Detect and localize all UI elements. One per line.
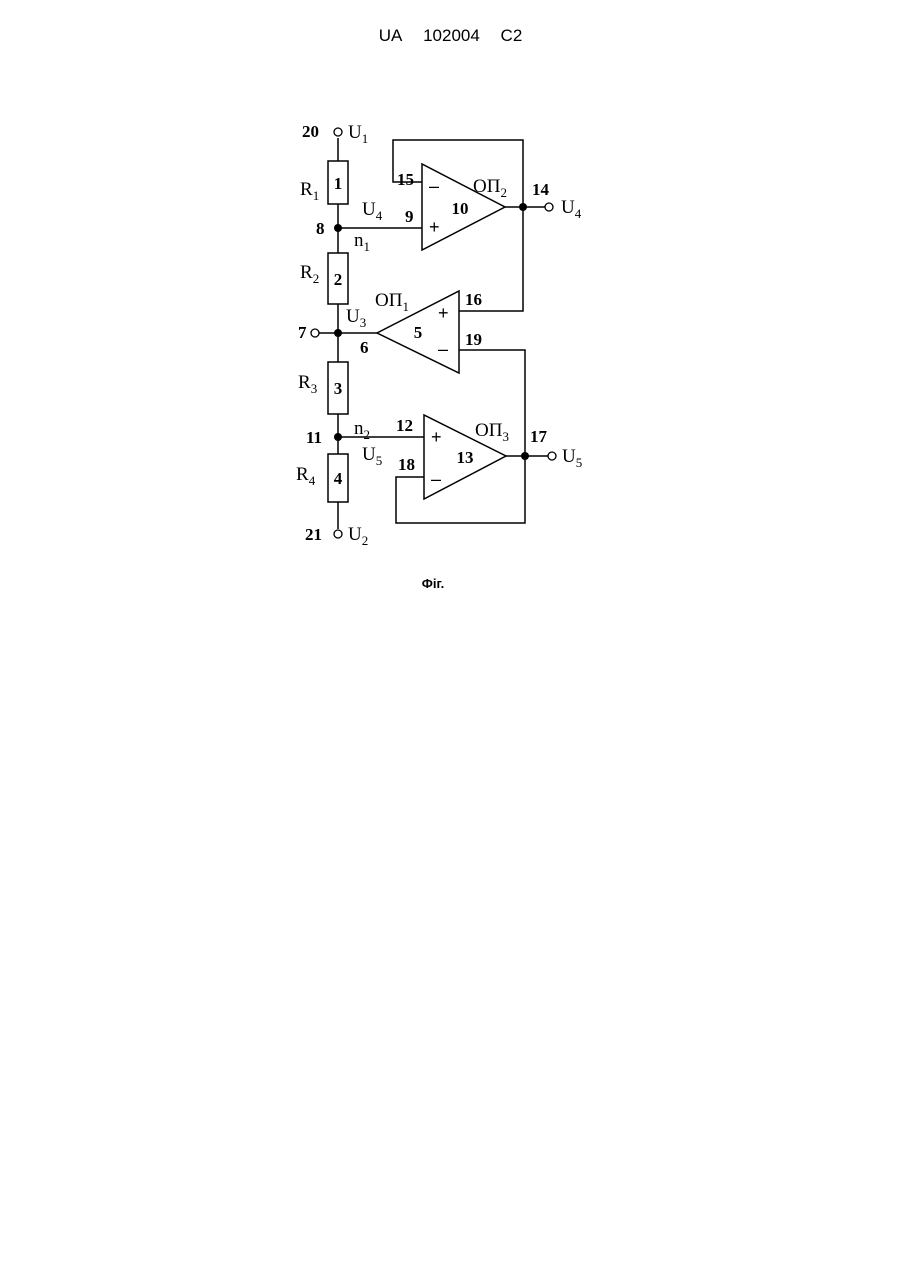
- terminal-7-num: 7: [298, 323, 307, 342]
- opamp-10-plus-sign: +: [429, 217, 440, 237]
- opamp-5-minus-sign: –: [438, 339, 448, 359]
- opamp-10-label: ОП2: [473, 176, 507, 200]
- node-11-signal: U5: [362, 444, 382, 468]
- figure-caption: Фіг.: [0, 576, 866, 591]
- resistor-4-label: R4: [296, 464, 316, 488]
- pin-9: 9: [405, 207, 414, 226]
- terminal-7: [311, 329, 319, 337]
- terminal-21: [334, 530, 342, 538]
- node-n2-label: n2: [354, 418, 370, 442]
- node-8-num: 8: [316, 219, 325, 238]
- node-11-num: 11: [306, 428, 322, 447]
- pin-16: 16: [465, 290, 482, 309]
- terminal-14: [545, 203, 553, 211]
- node-6-num: 6: [360, 338, 369, 357]
- opamp-13-plus-sign: +: [431, 427, 442, 447]
- opamp-13-id: 13: [457, 448, 474, 467]
- opamp-5-id: 5: [414, 323, 423, 342]
- resistor-2-id: 2: [334, 270, 343, 289]
- pin-12: 12: [396, 416, 413, 435]
- junction-11: [334, 433, 342, 441]
- terminal-20-num: 20: [302, 122, 319, 141]
- node-8-signal: U4: [362, 199, 383, 223]
- junction-17: [521, 452, 529, 460]
- terminal-17-signal: U5: [562, 446, 582, 470]
- terminal-20-signal: U1: [348, 122, 368, 146]
- resistor-4-id: 4: [334, 469, 343, 488]
- terminal-17: [548, 452, 556, 460]
- opamp-13-label: ОП3: [475, 420, 509, 444]
- junction-8: [334, 224, 342, 232]
- pin-15: 15: [397, 170, 414, 189]
- opamp-5-plus-sign: +: [438, 303, 449, 323]
- terminal-14-num: 14: [532, 180, 550, 199]
- resistor-3-label: R3: [298, 372, 317, 396]
- terminal-17-num: 17: [530, 427, 548, 446]
- opamp-5-label: ОП1: [375, 290, 409, 314]
- opamp-13-minus-sign: –: [431, 469, 441, 489]
- pin-19: 19: [465, 330, 482, 349]
- node-n1-label: n1: [354, 230, 370, 254]
- junction-6: [334, 329, 342, 337]
- terminal-20: [334, 128, 342, 136]
- resistor-2-label: R2: [300, 262, 319, 286]
- resistor-3-id: 3: [334, 379, 343, 398]
- opamp-10-id: 10: [452, 199, 469, 218]
- resistor-1-id: 1: [334, 174, 343, 193]
- terminal-7-signal: U3: [346, 306, 366, 330]
- terminal-14-signal: U4: [561, 197, 582, 221]
- terminal-21-num: 21: [305, 525, 322, 544]
- terminal-21-signal: U2: [348, 524, 368, 548]
- opamp-10-minus-sign: –: [429, 176, 439, 196]
- pin-18: 18: [398, 455, 415, 474]
- resistor-1-label: R1: [300, 179, 319, 203]
- junction-14: [519, 203, 527, 211]
